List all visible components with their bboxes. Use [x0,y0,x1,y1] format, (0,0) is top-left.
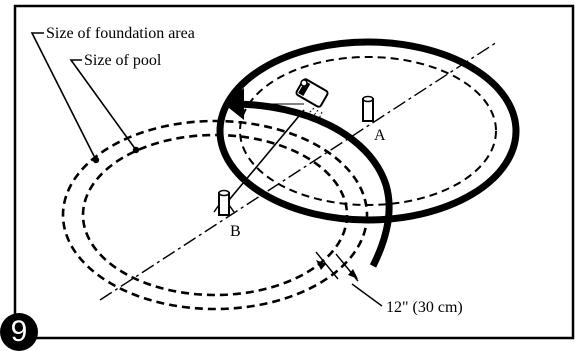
step-number-badge: 9 [0,313,38,351]
pool-leader-dot [132,146,140,154]
offset-arrow-1 [316,260,326,270]
measuring-string [223,109,305,207]
label-pool: Size of pool [84,52,162,69]
centerline [99,41,498,301]
pool-leader [69,59,137,151]
pool-outline-lower [81,133,349,297]
spray-can-icon [295,78,329,122]
label-foundation-area: Size of foundation area [46,25,195,42]
offset-arrow-2 [348,269,358,279]
foundation-leader [30,32,97,161]
offset-leader [351,283,383,307]
stake-a-icon [362,95,374,122]
label-stake-b: B [230,223,241,240]
label-stake-a: A [374,127,386,144]
traced-arc [231,100,393,268]
stake-b-icon [213,189,235,216]
offset-tick-1 [315,251,339,280]
foundation-outline-lower [61,119,369,311]
label-offset: 12" (30 cm) [386,299,463,316]
foundation-leader-dot [92,156,100,164]
pool-outline-upper [239,56,497,206]
